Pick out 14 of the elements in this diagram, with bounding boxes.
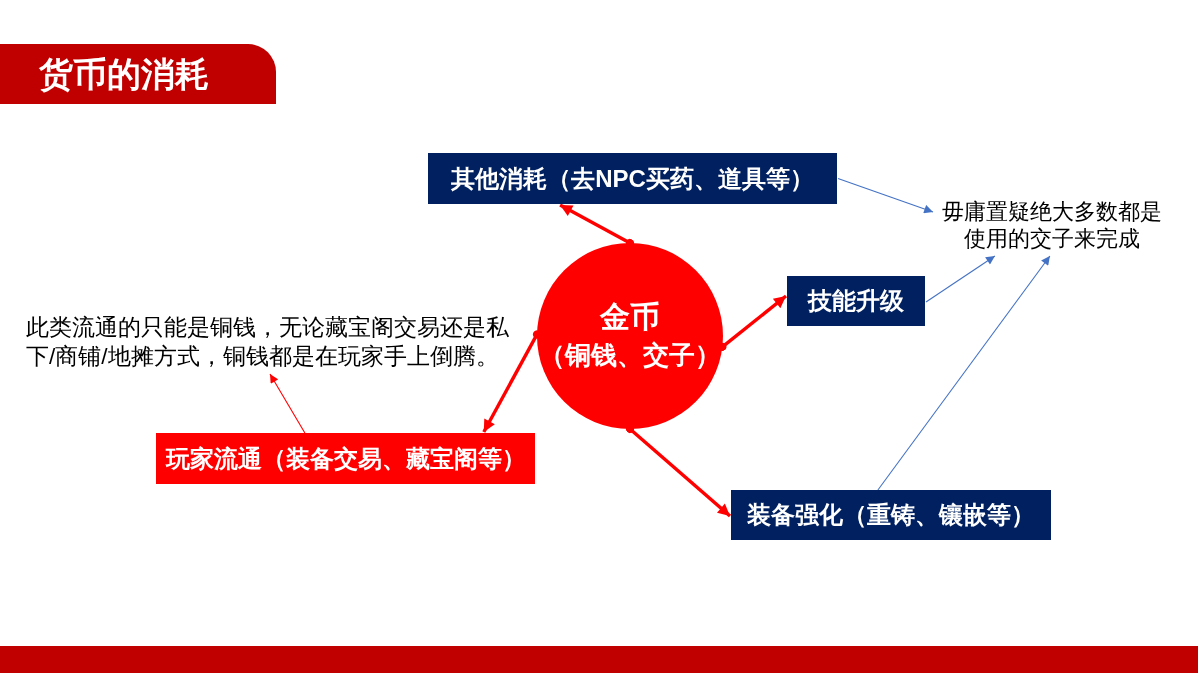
arrow [837,177,934,214]
process-box: 玩家流通（装备交易、藏宝阁等） [156,433,535,484]
arrow [269,373,306,434]
arrow [925,255,996,303]
title-tab: 货币的消耗 [0,44,276,104]
center-circle [537,243,723,429]
circle-subtitle: （铜钱、交子） [539,339,721,372]
circle-title: 金币 [600,299,660,335]
process-box: 装备强化（重铸、镶嵌等） [731,490,1051,540]
note-text: 此类流通的只能是铜钱，无论藏宝阁交易还是私下/商铺/地摊方式，铜钱都是在玩家手上倒腾。 [26,313,516,373]
note-text: 毋庸置疑绝大多数都是使用的交子来完成 [935,199,1169,255]
process-box: 其他消耗（去NPC买药、道具等） [428,153,837,204]
process-box: 技能升级 [787,276,925,326]
arrow [877,255,1051,491]
